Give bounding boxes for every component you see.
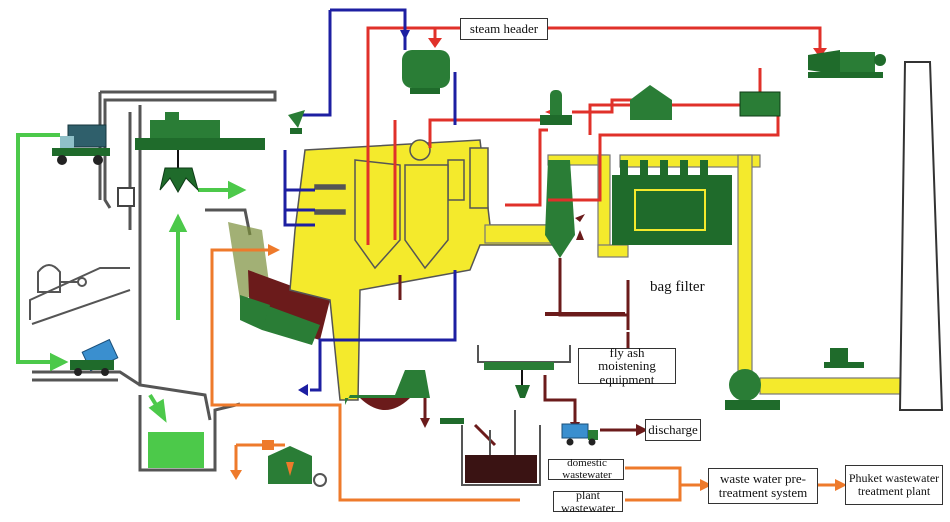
steam-drum-icon [402,50,450,94]
bag-filter-label: bag filter [650,280,705,296]
phuket-line2: treatment plant [858,485,930,498]
ash-conveyor [545,312,625,316]
monitor-icon [824,348,864,368]
fly-ash-line2: equipment [600,373,655,387]
phuket-treatment-plant-label: Phuket wastewater treatment plant [845,465,943,505]
ash-pit-contents [465,455,537,483]
turbine-generator-icon [808,50,886,78]
discharge-label: discharge [645,419,701,441]
plant-wastewater-label: plant wastewater [553,491,623,512]
fly-ash-moistening-equipment-label: fly ash moistening equipment [578,348,676,384]
grab-bucket-icon [160,168,198,192]
pretreat-line1: waste water pre- [720,472,806,486]
domestic-wastewater-label: domestic wastewater [548,459,624,480]
pump-icon [262,440,326,486]
crane-icon [135,112,265,168]
stack-icon [900,62,942,410]
bag-filter-icon [612,160,732,245]
pretreat-line2: treatment system [719,486,807,500]
condenser-icon [740,92,780,116]
valve-icon [288,110,305,134]
ash-conveyor [440,418,464,424]
waste-pile [148,432,204,468]
truck-icon [52,125,110,165]
deaerator-icon [630,85,672,120]
hopper-icon [118,188,134,206]
fly-ash-line1: fly ash moistening [579,346,675,373]
truck-icon [562,424,598,446]
tank-icon [30,265,130,324]
feedwater-pump-icon [540,90,572,125]
steam-header-label: steam header [460,18,548,40]
wastewater-pretreatment-system-label: waste water pre- treatment system [708,468,818,504]
